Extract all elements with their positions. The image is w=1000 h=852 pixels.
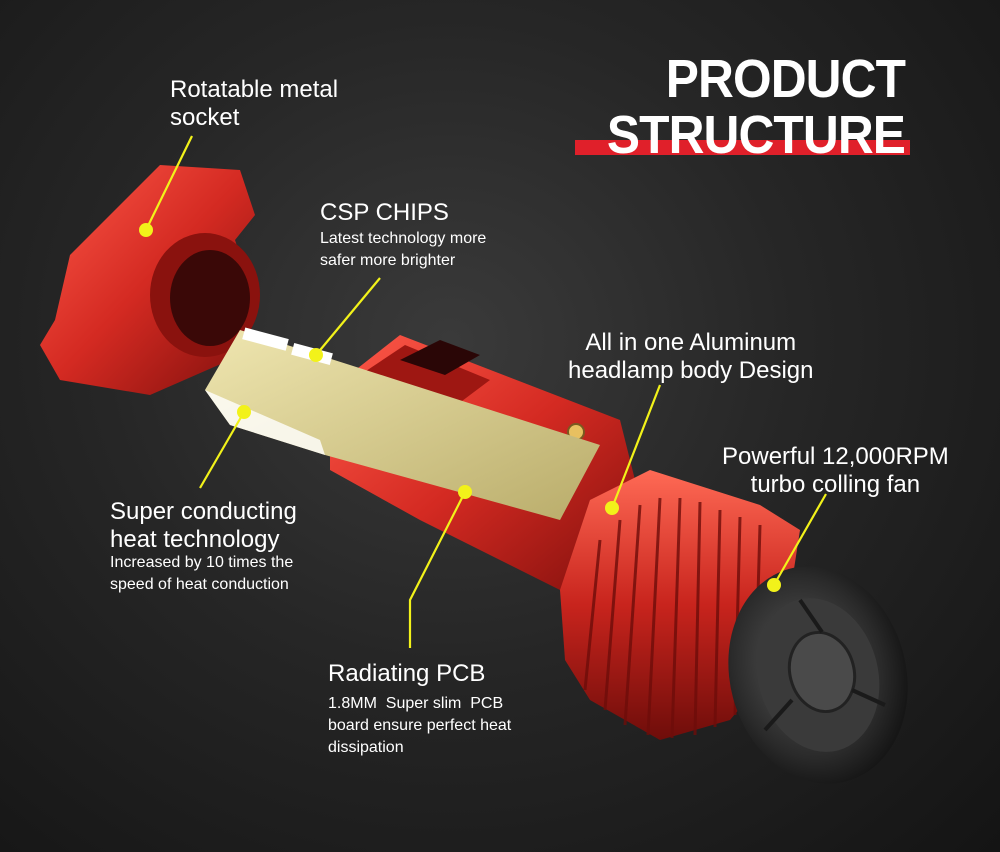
- pcb-desc-line-1: 1.8MM Super slim PCB: [328, 695, 504, 712]
- body-label-line-2: headlamp body Design: [568, 357, 814, 384]
- csp-desc-line-2: safer more brighter: [320, 252, 456, 269]
- title-accent-bar: [575, 140, 910, 155]
- callout-dots: [139, 223, 781, 592]
- socket-label: Rotatable metal socket: [170, 76, 338, 132]
- socket-label-line-2: socket: [170, 104, 240, 131]
- body-label: All in one Aluminum headlamp body Design: [568, 329, 814, 385]
- pcb-heading: Radiating PCB: [328, 660, 486, 687]
- page-title-line-1: PRODUCT: [665, 49, 906, 109]
- pcb-board: [205, 327, 600, 520]
- metal-socket: [40, 165, 260, 395]
- turbo-fan: [728, 566, 908, 784]
- pcb-desc-line-3: dissipation: [328, 739, 404, 756]
- heat-desc-line-2: speed of heat conduction: [110, 576, 289, 593]
- fan-label: Powerful 12,000RPM turbo colling fan: [722, 443, 949, 499]
- body-label-line-1: All in one Aluminum: [585, 329, 797, 356]
- pcb-desc-line-2: board ensure perfect heat: [328, 717, 512, 734]
- heat-label: Super conducting heat technology: [110, 498, 297, 554]
- csp-heading: CSP CHIPS: [320, 199, 449, 226]
- heat-description: Increased by 10 times the speed of heat …: [110, 552, 293, 596]
- fan-label-line-2: turbo colling fan: [750, 471, 921, 498]
- page-title-line-2: STRUCTURE: [606, 105, 906, 165]
- pcb-description: 1.8MM Super slim PCB board ensure perfec…: [328, 693, 511, 759]
- csp-desc-line-1: Latest technology more: [320, 230, 487, 247]
- heat-label-line-1: Super conducting: [110, 498, 297, 525]
- callout-lines: [145, 135, 827, 648]
- heat-desc-line-1: Increased by 10 times the: [110, 554, 294, 571]
- csp-description: Latest technology more safer more bright…: [320, 228, 486, 272]
- fan-label-line-1: Powerful 12,000RPM: [722, 443, 949, 470]
- socket-label-line-1: Rotatable metal: [170, 76, 339, 103]
- heat-label-line-2: heat technology: [110, 526, 280, 553]
